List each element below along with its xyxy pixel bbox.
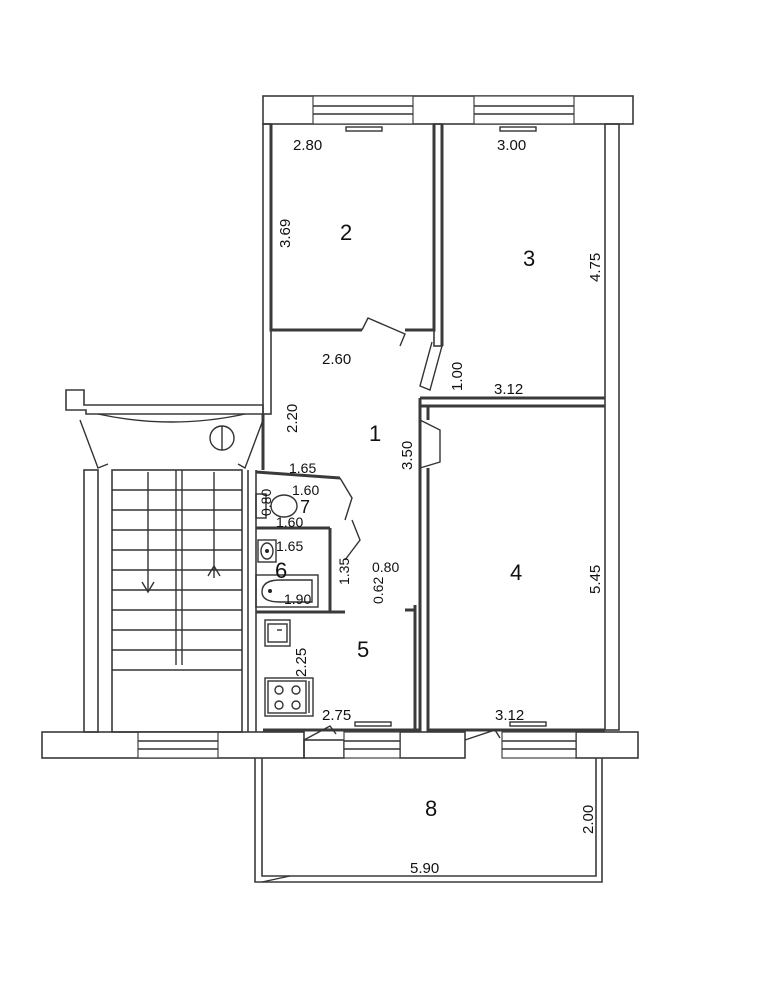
dim-room4-width: 3.12 [495, 707, 524, 724]
dim-door-width: 1.00 [449, 362, 466, 391]
dim-wc-width: 1.65 [289, 460, 316, 476]
toilet-icon [255, 493, 298, 519]
dim-wc-bottom: 1.60 [276, 514, 303, 530]
dim-corridor-depth: 0.62 [370, 577, 386, 604]
dim-room3-bottom: 3.12 [494, 381, 523, 398]
room-3-number: 3 [523, 246, 535, 271]
room-2-number: 2 [340, 220, 352, 245]
bathtub-icon [255, 574, 319, 608]
dim-bath-side: 1.35 [336, 558, 352, 585]
stove-icon [264, 677, 314, 717]
dim-bath-width: 1.90 [284, 591, 311, 607]
room-5-number: 5 [357, 637, 369, 662]
dim-balcony-width: 5.90 [410, 860, 439, 877]
outer-walls [41, 95, 639, 759]
interior-walls [247, 123, 605, 732]
windows [137, 95, 577, 759]
kitchen-sink-icon [264, 619, 291, 647]
dim-bath-top: 1.65 [276, 538, 303, 554]
dim-room3-height: 4.75 [587, 253, 604, 282]
dim-room2-height: 3.69 [277, 219, 294, 248]
dim-room3-width: 3.00 [497, 137, 526, 154]
dim-room4-height: 5.45 [587, 565, 604, 594]
room-4-number: 4 [510, 560, 522, 585]
room-labels: 2 3 1 4 5 6 7 8 [275, 220, 535, 821]
staircase [111, 425, 243, 733]
room-1-number: 1 [369, 421, 381, 446]
room-8-number: 8 [425, 796, 437, 821]
dim-wc-depth: 0.80 [258, 489, 274, 516]
dim-hall-depth: 3.50 [399, 441, 416, 470]
room-6-number: 6 [275, 558, 287, 583]
radiators [345, 126, 547, 727]
room-7-number: 7 [300, 497, 310, 517]
dim-corridor-width: 0.80 [372, 559, 399, 575]
dim-hall-width: 2.60 [322, 351, 351, 368]
dim-kitchen-width: 2.75 [322, 707, 351, 724]
doors [79, 317, 501, 741]
balcony [254, 758, 603, 883]
dim-room2-width: 2.80 [293, 137, 322, 154]
dim-wc-inner: 1.60 [292, 482, 319, 498]
fixtures [255, 493, 319, 717]
dim-hall-height: 2.20 [284, 404, 301, 433]
dim-balcony-depth: 2.00 [580, 805, 597, 834]
washbasin-icon [257, 539, 277, 563]
dimension-labels: 2.80 3.69 3.00 4.75 3.12 2.60 1.00 2.20 … [258, 137, 604, 877]
dim-kitchen-height: 2.25 [293, 648, 310, 677]
